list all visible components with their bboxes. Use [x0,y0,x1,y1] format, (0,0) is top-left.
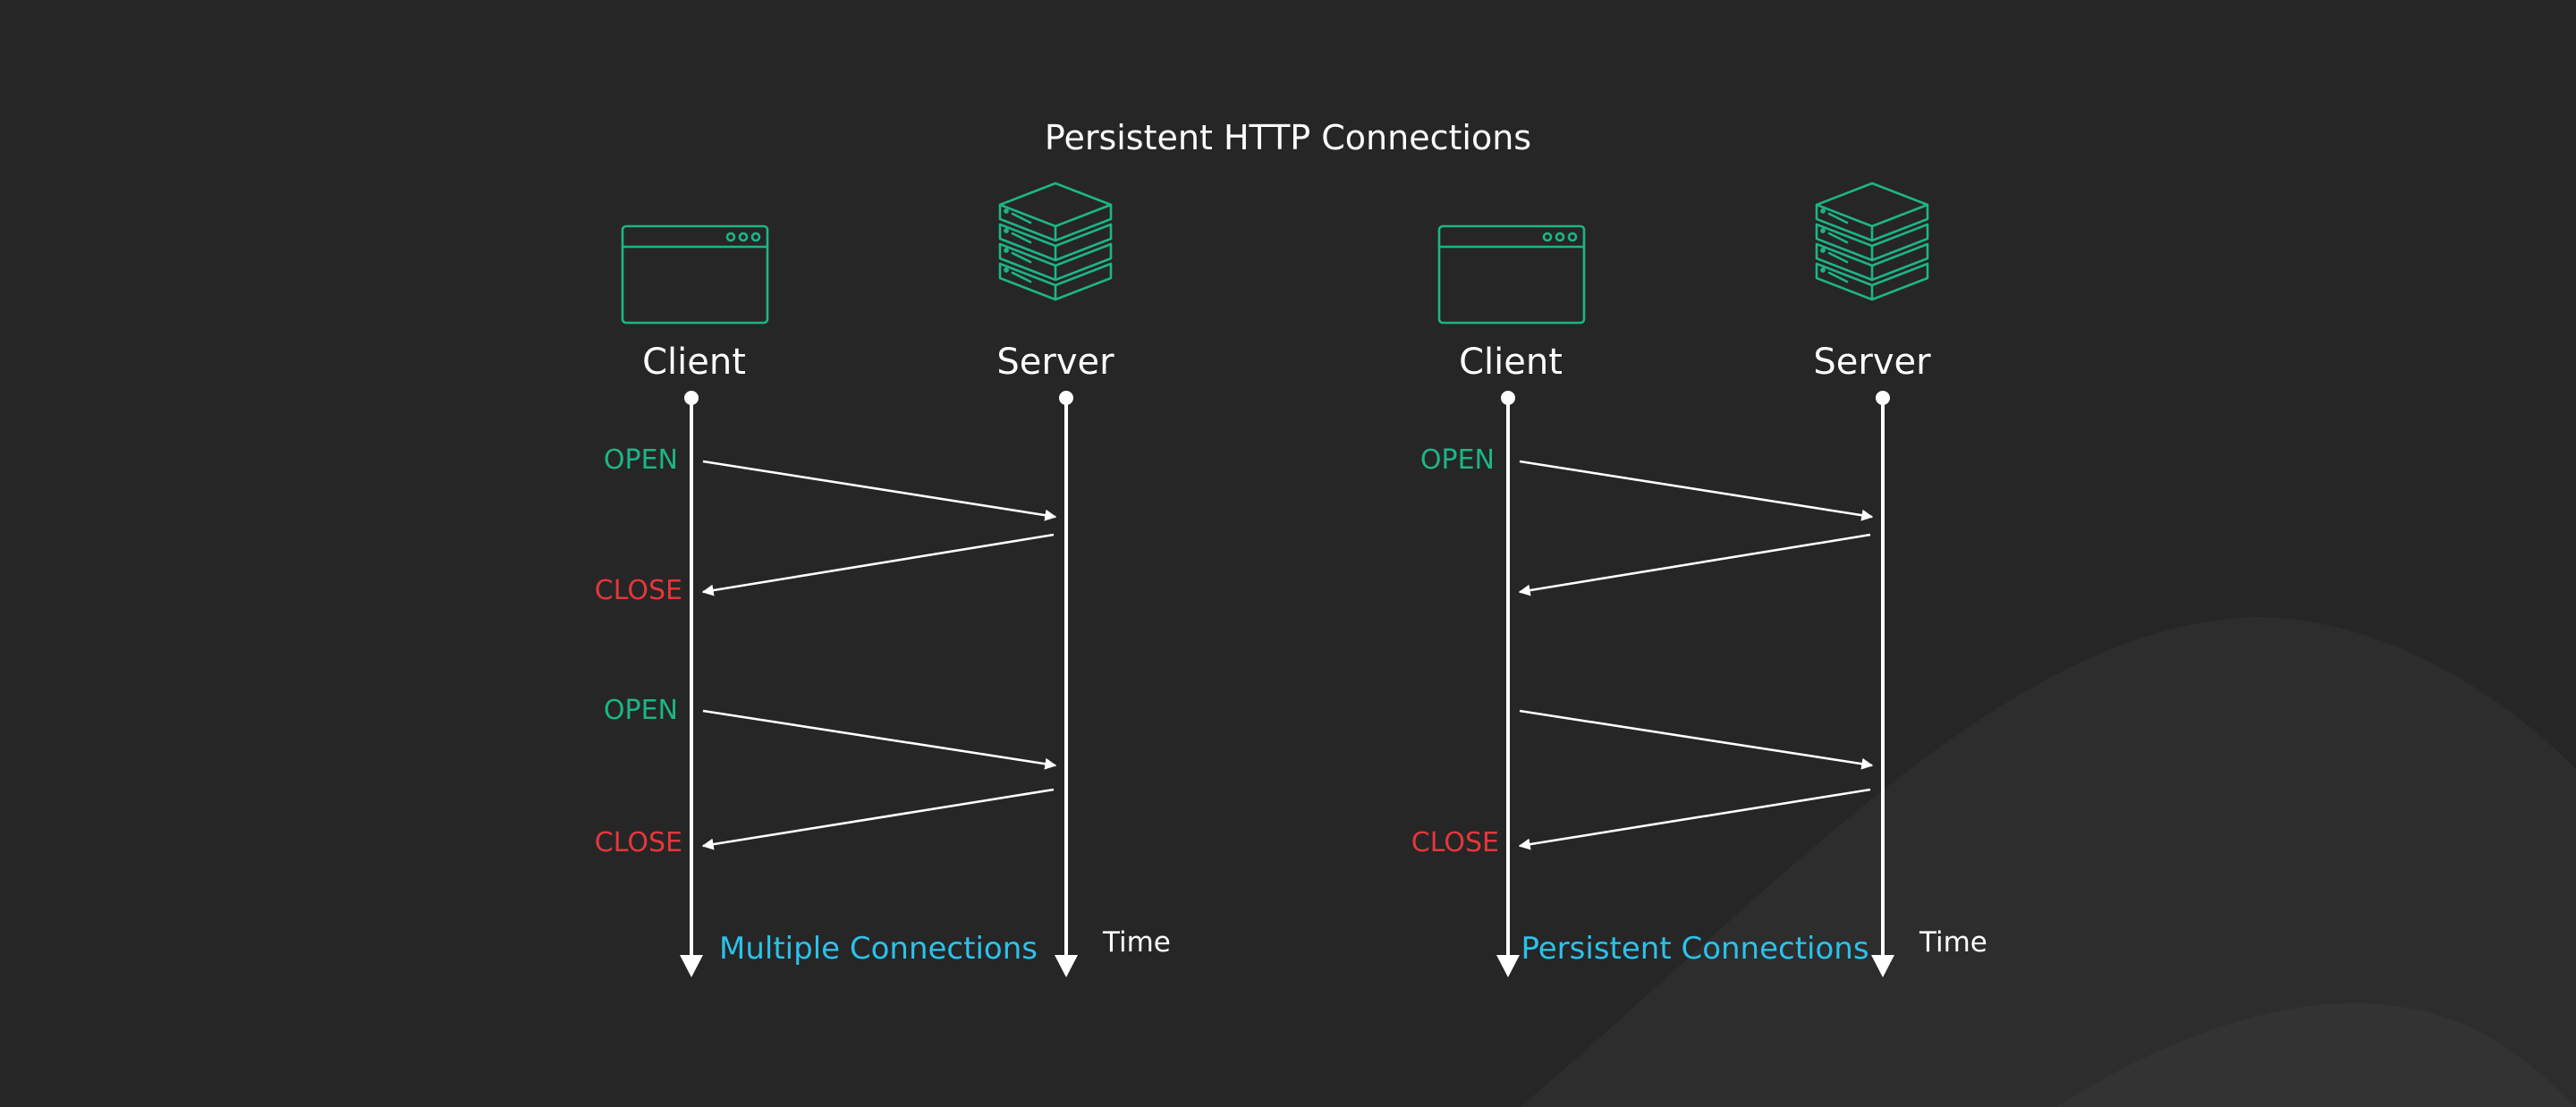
server-plate [1815,182,1929,242]
diagram-caption: Persistent Connections [1521,931,1868,967]
left-diagram: Client Server OPEN CLOSE OPEN CLOSE Mult… [595,182,1171,977]
time-label: Time [1919,926,1987,959]
client-label: Client [1459,342,1563,383]
response-arrow [701,788,1055,850]
server-stack-icon [998,182,1113,301]
close-label: CLOSE [595,827,682,858]
request-arrow [702,709,1057,770]
diagram-caption: Multiple Connections [719,931,1038,967]
server-label: Server [996,342,1114,383]
server-plate [998,182,1113,242]
server-plate [998,223,1113,262]
close-label: CLOSE [595,575,682,606]
request-arrow [702,460,1057,521]
server-plate [1815,262,1929,301]
background-hill-front [2057,1002,2576,1107]
time-label: Time [1102,926,1171,959]
client-label: Client [642,342,746,383]
background-hill [1521,617,2576,1107]
close-label: CLOSE [1411,827,1499,858]
client-time-arrowhead [680,955,703,977]
server-stack-icon [1815,182,1929,301]
browser-window-icon [1437,224,1586,325]
response-arrow [1518,788,1871,850]
server-plate [998,262,1113,301]
client-time-arrowhead [1496,955,1520,977]
browser-window-icon [621,224,769,325]
server-time-arrowhead [1055,955,1078,977]
open-label: OPEN [1420,444,1495,476]
response-arrow [1518,533,1871,596]
server-time-arrowhead [1871,955,1894,977]
request-arrow [1519,709,1874,770]
request-arrow [1519,460,1874,521]
server-plate [998,242,1113,282]
diagram-title: Persistent HTTP Connections [1045,118,1531,157]
open-label: OPEN [604,695,678,726]
right-diagram: Client Server OPEN CLOSE Persistent Conn… [1411,182,1987,977]
server-label: Server [1813,342,1931,383]
response-arrow [701,533,1055,596]
server-plate [1815,242,1929,282]
open-label: OPEN [604,444,678,476]
server-plate [1815,223,1929,262]
